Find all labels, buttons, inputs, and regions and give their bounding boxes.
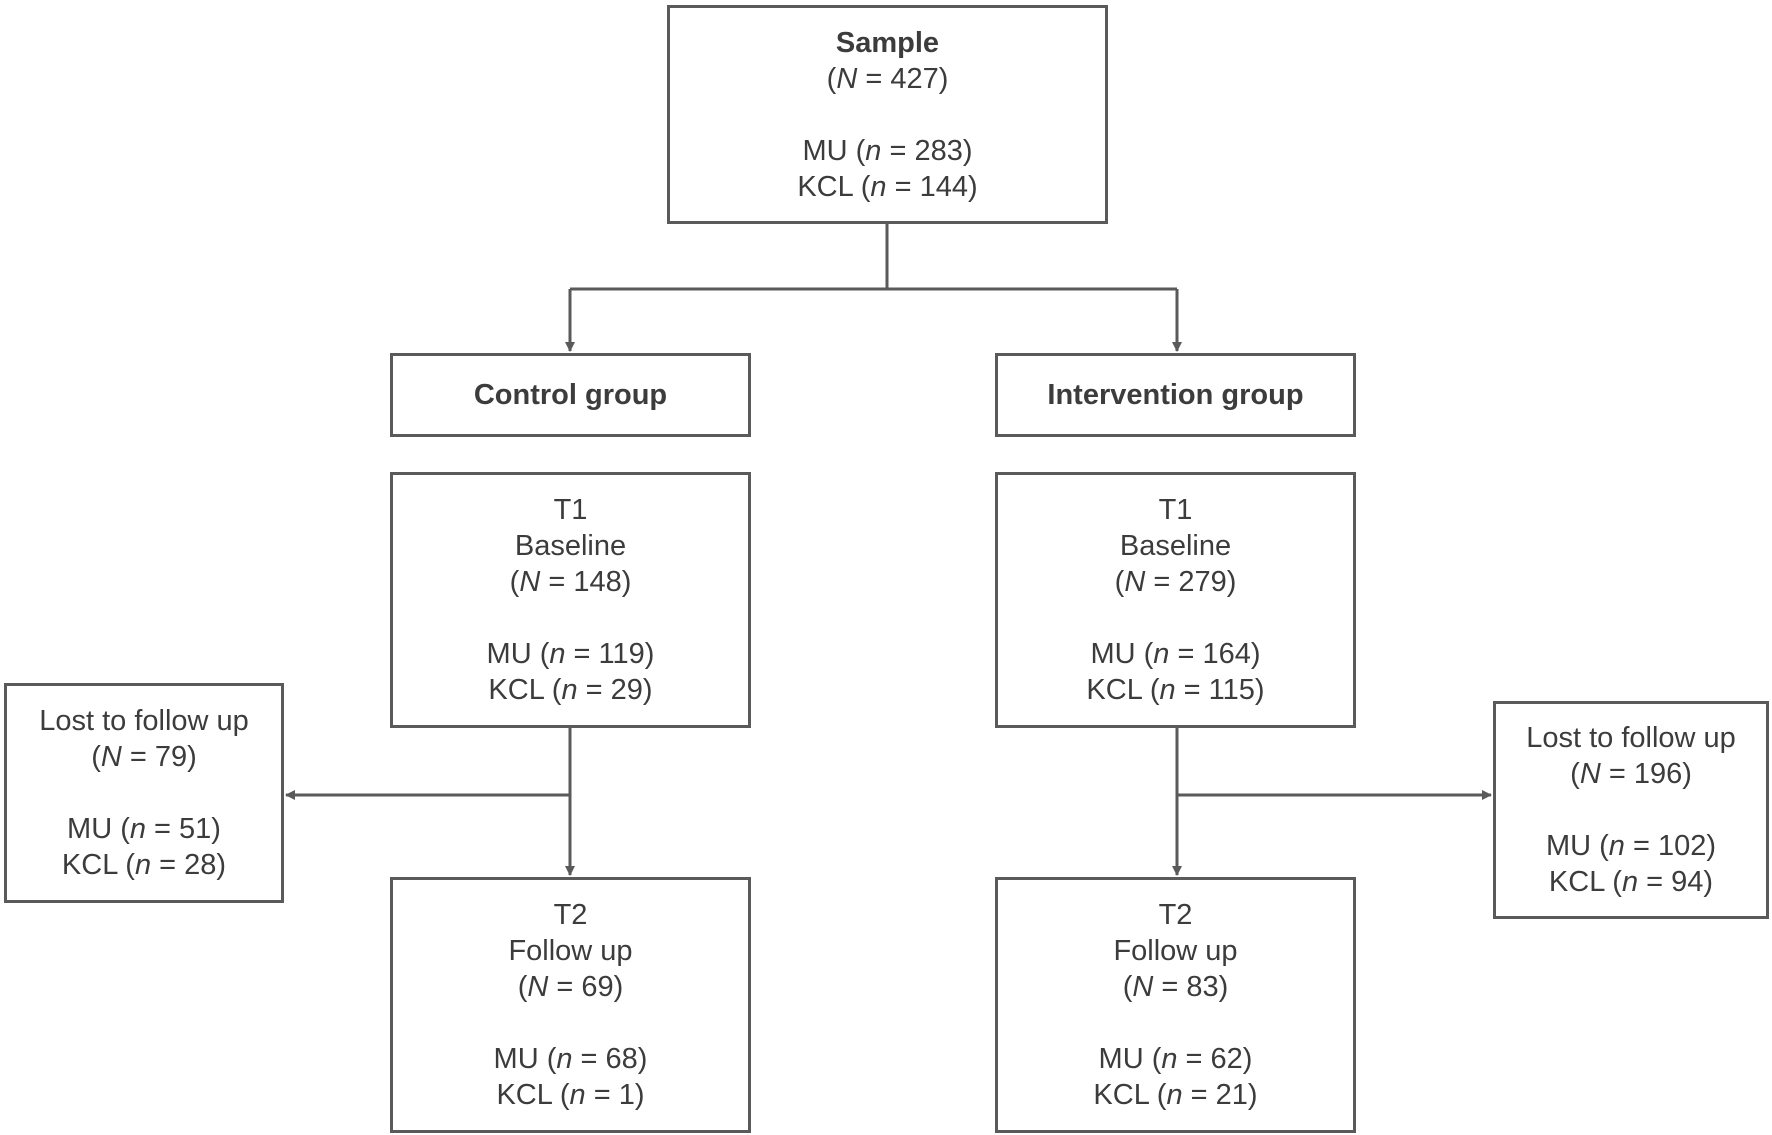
control-lost-label: Lost to follow up — [39, 705, 249, 737]
intervention-lost-kcl: KCL (n = 94) — [1548, 866, 1714, 898]
control-t1-kcl: KCL (n = 29) — [488, 674, 653, 706]
control-t1-phase: Baseline — [514, 530, 627, 562]
sample-kcl: KCL (n = 144) — [797, 170, 978, 203]
control-t2-mu: MU (n = 68) — [493, 1043, 648, 1075]
intervention-t2-total: (N = 83) — [1122, 971, 1229, 1003]
control-lost-kcl: KCL (n = 28) — [61, 849, 227, 881]
intervention-t1-label: T1 — [1158, 494, 1193, 526]
intervention-t1-mu: MU (n = 164) — [1090, 638, 1261, 670]
intervention-lost-mu: MU (n = 102) — [1545, 830, 1717, 862]
intervention-lost-label: Lost to follow up — [1526, 722, 1736, 754]
sample-total: (N = 427) — [826, 62, 949, 95]
control-lost-total: (N = 79) — [91, 741, 197, 773]
sample-box: Sample (N = 427) MU (n = 283) KCL (n = 1… — [667, 5, 1108, 224]
intervention-t1-box: T1 Baseline (N = 279) MU (n = 164) KCL (… — [995, 472, 1356, 728]
intervention-t2-label: T2 — [1158, 899, 1193, 931]
intervention-t2-phase: Follow up — [1113, 935, 1238, 967]
sample-mu: MU (n = 283) — [802, 134, 973, 167]
intervention-t2-kcl: KCL (n = 21) — [1093, 1079, 1258, 1111]
control-t2-kcl: KCL (n = 1) — [496, 1079, 645, 1111]
intervention-lost-total: (N = 196) — [1570, 758, 1692, 790]
sample-title: Sample — [835, 26, 940, 59]
control-group-title: Control group — [473, 379, 668, 411]
control-lost-mu: MU (n = 51) — [67, 813, 221, 845]
intervention-t2-mu: MU (n = 62) — [1098, 1043, 1253, 1075]
control-t1-label: T1 — [553, 494, 588, 526]
intervention-t1-total: (N = 279) — [1114, 566, 1237, 598]
control-group-box: Control group — [390, 353, 751, 437]
control-t2-total: (N = 69) — [517, 971, 624, 1003]
intervention-t2-box: T2 Follow up (N = 83) MU (n = 62) KCL (n… — [995, 877, 1356, 1133]
intervention-group-title: Intervention group — [1047, 379, 1304, 411]
control-t2-phase: Follow up — [508, 935, 633, 967]
control-t2-box: T2 Follow up (N = 69) MU (n = 68) KCL (n… — [390, 877, 751, 1133]
intervention-t1-phase: Baseline — [1119, 530, 1232, 562]
intervention-group-box: Intervention group — [995, 353, 1356, 437]
control-t1-mu: MU (n = 119) — [486, 638, 655, 670]
control-t1-total: (N = 148) — [509, 566, 632, 598]
control-t2-label: T2 — [553, 899, 588, 931]
control-t1-box: T1 Baseline (N = 148) MU (n = 119) KCL (… — [390, 472, 751, 728]
intervention-t1-kcl: KCL (n = 115) — [1086, 674, 1265, 706]
control-lost-box: Lost to follow up (N = 79) MU (n = 51) K… — [4, 683, 284, 903]
intervention-lost-box: Lost to follow up (N = 196) MU (n = 102)… — [1493, 701, 1769, 919]
